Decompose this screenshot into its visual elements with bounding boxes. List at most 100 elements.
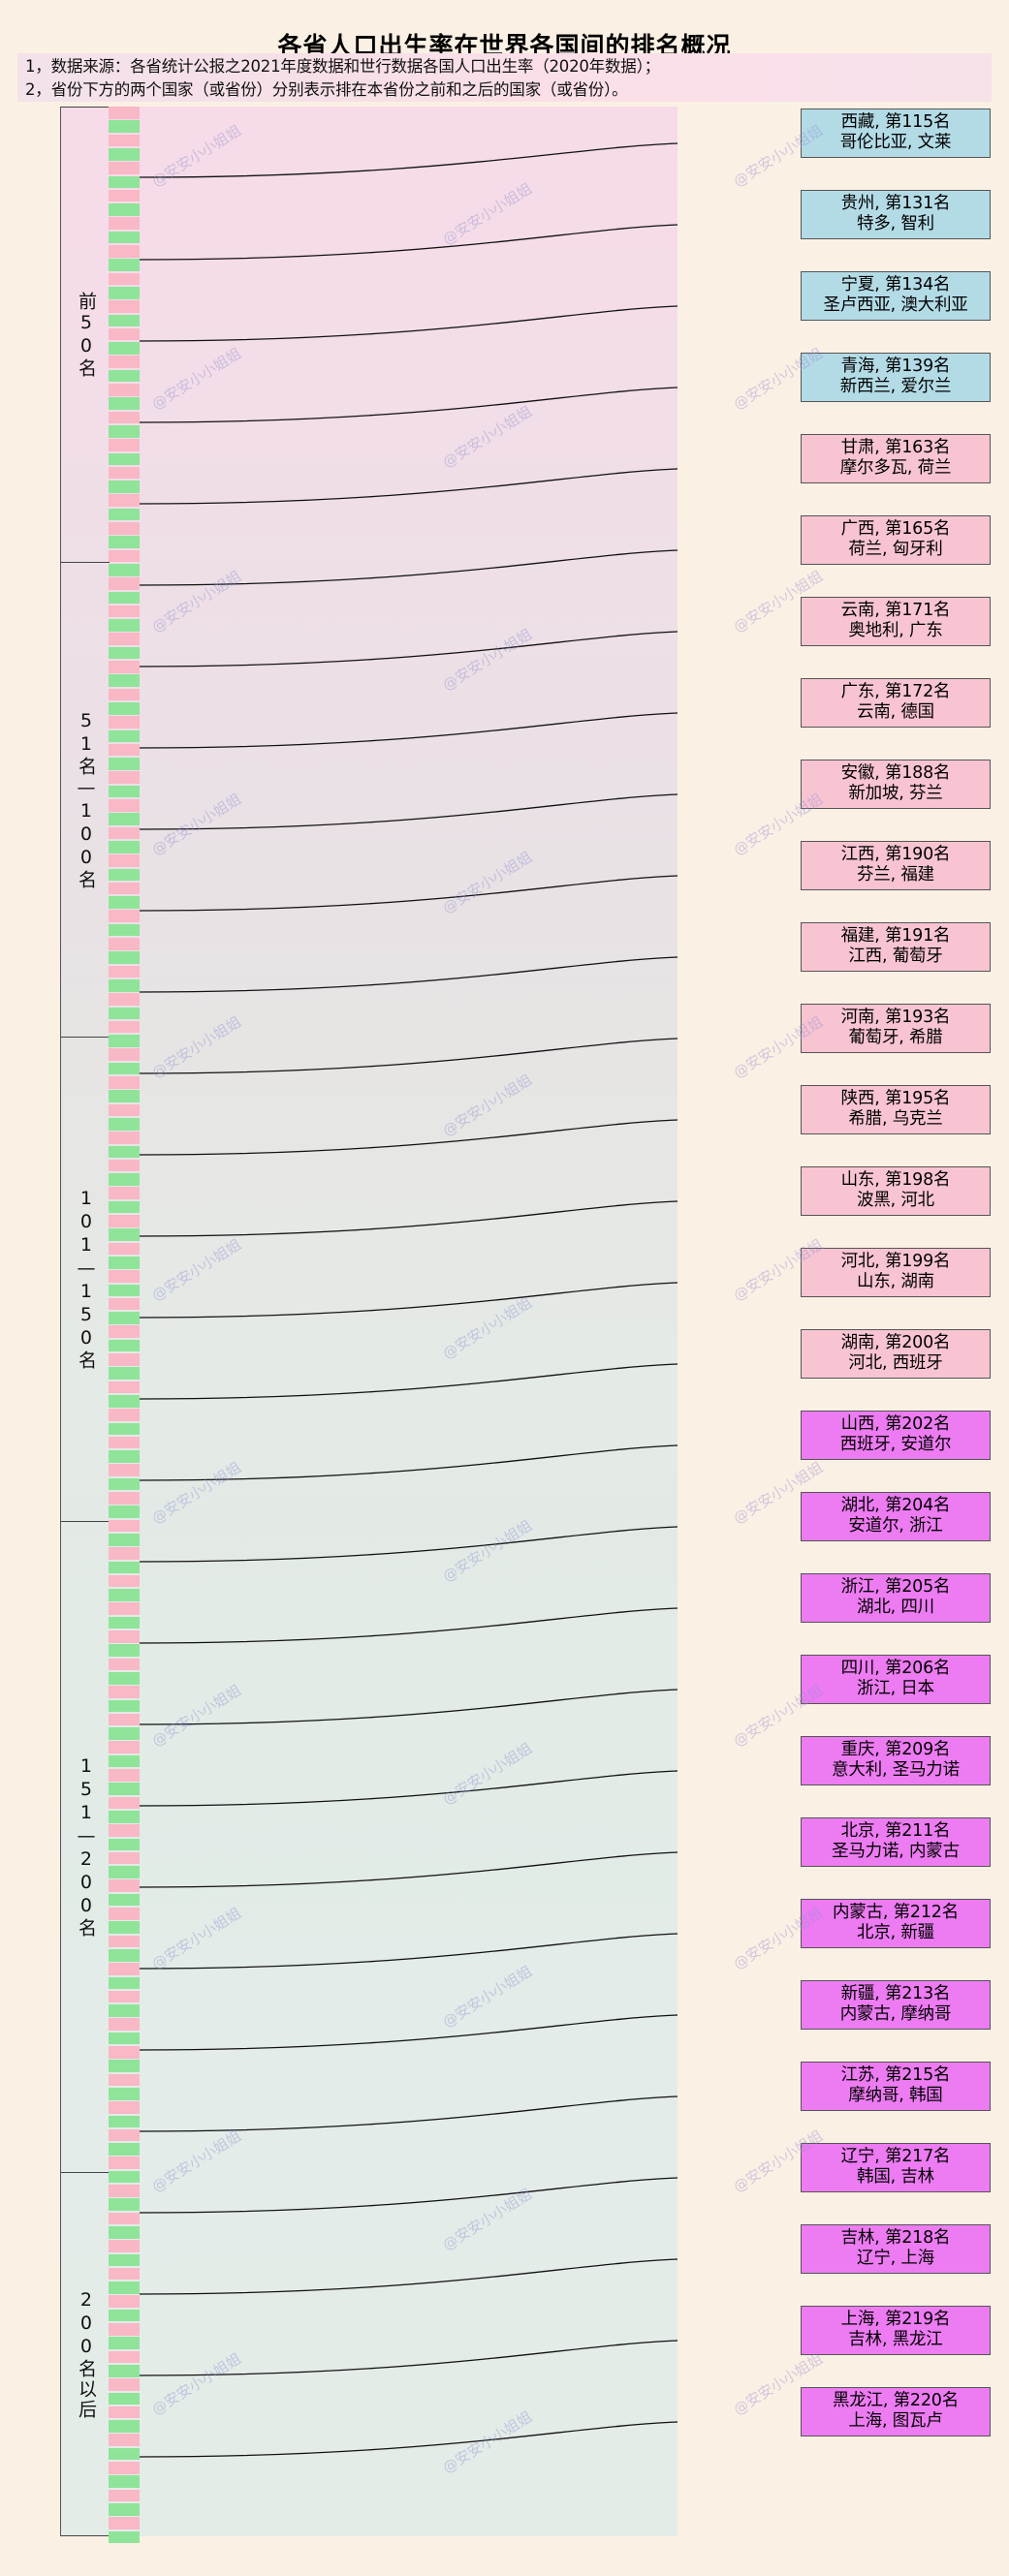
province-neighbors-line: 摩尔多瓦, 荷兰 bbox=[839, 458, 952, 479]
province-neighbors-line: 北京, 新疆 bbox=[857, 1923, 934, 1943]
province-label-box[interactable]: 陕西, 第195名希腊, 乌克兰 bbox=[801, 1085, 991, 1134]
rank-stripe bbox=[109, 1505, 140, 1518]
rank-stripe bbox=[109, 2295, 140, 2309]
province-label-box[interactable]: 安徽, 第188名新加坡, 芬兰 bbox=[801, 760, 991, 809]
province-label-box[interactable]: 青海, 第139名新西兰, 爱尔兰 bbox=[801, 353, 991, 402]
rank-stripe bbox=[109, 1145, 140, 1159]
rank-stripe bbox=[109, 661, 140, 673]
province-rank-line: 河北, 第199名 bbox=[840, 1252, 951, 1271]
province-neighbors-line: 意大利, 圣马力诺 bbox=[832, 1760, 960, 1781]
province-label-box[interactable]: 内蒙古, 第212名北京, 新疆 bbox=[801, 1899, 991, 1948]
province-label-box[interactable]: 西藏, 第115名哥伦比亚, 文莱 bbox=[801, 109, 991, 158]
rank-stripe bbox=[109, 1062, 140, 1075]
rank-stripe bbox=[109, 2128, 140, 2142]
province-label-box[interactable]: 新疆, 第213名内蒙古, 摩纳哥 bbox=[801, 1980, 991, 2030]
province-rank-line: 宁夏, 第134名 bbox=[840, 275, 951, 295]
province-neighbors-line: 内蒙古, 摩纳哥 bbox=[839, 2004, 952, 2025]
rank-stripe bbox=[109, 2447, 140, 2461]
province-label-box[interactable]: 河南, 第193名葡萄牙, 希腊 bbox=[801, 1004, 991, 1053]
rank-stripe bbox=[109, 2462, 140, 2474]
rank-stripe bbox=[109, 411, 140, 424]
province-label-box[interactable]: 云南, 第171名奥地利, 广东 bbox=[801, 597, 991, 646]
rank-stripe bbox=[109, 2309, 140, 2322]
rank-stripe bbox=[109, 1658, 140, 1671]
rank-stripe bbox=[109, 619, 140, 632]
rank-stripe bbox=[109, 1851, 140, 1865]
rank-stripe bbox=[109, 923, 140, 937]
province-label-box[interactable]: 江西, 第190名芬兰, 福建 bbox=[801, 841, 991, 890]
province-label-box[interactable]: 河北, 第199名山东, 湖南 bbox=[801, 1248, 991, 1297]
rank-stripe bbox=[109, 965, 140, 978]
province-label-box[interactable]: 重庆, 第209名意大利, 圣马力诺 bbox=[801, 1736, 991, 1785]
province-rank-line: 辽宁, 第217名 bbox=[840, 2147, 951, 2166]
rank-stripe bbox=[109, 481, 140, 493]
province-label-box[interactable]: 广东, 第172名云南, 德国 bbox=[801, 678, 991, 728]
province-label-box[interactable]: 北京, 第211名圣马力诺, 内蒙古 bbox=[801, 1817, 991, 1867]
rank-stripe bbox=[109, 1754, 140, 1768]
rank-stripe bbox=[109, 840, 140, 853]
province-label-box[interactable]: 山西, 第202名西班牙, 安道尔 bbox=[801, 1411, 991, 1460]
rank-stripe bbox=[109, 2073, 140, 2087]
province-rank-line: 山东, 第198名 bbox=[840, 1170, 951, 1190]
rank-stripe bbox=[109, 785, 140, 798]
rank-stripe bbox=[109, 2170, 140, 2184]
rank-stripe bbox=[109, 1450, 140, 1463]
province-label-box[interactable]: 四川, 第206名浙江, 日本 bbox=[801, 1655, 991, 1704]
province-label-box[interactable]: 山东, 第198名波黑, 河北 bbox=[801, 1166, 991, 1216]
rank-stripe bbox=[109, 397, 140, 410]
province-rank-line: 湖北, 第204名 bbox=[840, 1496, 951, 1515]
note-line-1: 1，数据来源：各省统计公报之2021年度数据和世行数据各国人口出生率（2020年… bbox=[25, 57, 660, 76]
rank-stripe bbox=[109, 1976, 140, 1990]
province-rank-line: 浙江, 第205名 bbox=[840, 1577, 951, 1597]
province-label-box[interactable]: 甘肃, 第163名摩尔多瓦, 荷兰 bbox=[801, 434, 991, 483]
rank-stripe bbox=[109, 2101, 140, 2114]
rank-stripe bbox=[109, 1741, 140, 1754]
rank-stripe bbox=[109, 2143, 140, 2156]
rank-stripe bbox=[109, 1159, 140, 1172]
province-label-box[interactable]: 吉林, 第218名辽宁, 上海 bbox=[801, 2224, 991, 2274]
axis-section-label: 151—200名 bbox=[75, 1755, 97, 1939]
province-rank-line: 安徽, 第188名 bbox=[840, 763, 951, 783]
rank-stripe bbox=[109, 2475, 140, 2488]
province-label-box[interactable]: 贵州, 第131名特多, 智利 bbox=[801, 190, 991, 239]
province-label-box[interactable]: 江苏, 第215名摩纳哥, 韩国 bbox=[801, 2062, 991, 2111]
province-label-box[interactable]: 宁夏, 第134名圣卢西亚, 澳大利亚 bbox=[801, 271, 991, 321]
rank-stripe bbox=[109, 162, 140, 174]
rank-stripe bbox=[109, 1228, 140, 1241]
province-neighbors-line: 奥地利, 广东 bbox=[848, 621, 943, 641]
rank-stripe bbox=[109, 1769, 140, 1782]
province-neighbors-line: 葡萄牙, 希腊 bbox=[848, 1028, 943, 1048]
rank-stripe bbox=[109, 743, 140, 757]
rank-stripe bbox=[109, 1103, 140, 1117]
rank-stripe bbox=[109, 1312, 140, 1324]
province-rank-line: 四川, 第206名 bbox=[840, 1659, 951, 1678]
rank-stripe bbox=[109, 2198, 140, 2211]
province-label-box[interactable]: 黑龙江, 第220名上海, 图瓦卢 bbox=[801, 2387, 991, 2436]
rank-stripe bbox=[109, 1699, 140, 1713]
rank-stripe bbox=[109, 2405, 140, 2419]
rank-stripe bbox=[109, 245, 140, 258]
province-rank-line: 福建, 第191名 bbox=[840, 926, 951, 946]
province-neighbors-line: 安道尔, 浙江 bbox=[848, 1516, 943, 1536]
province-label-box[interactable]: 湖北, 第204名安道尔, 浙江 bbox=[801, 1492, 991, 1541]
rank-stripe bbox=[109, 189, 140, 202]
rank-stripe bbox=[109, 424, 140, 438]
rank-stripe bbox=[109, 1963, 140, 1975]
rank-stripe bbox=[109, 1602, 140, 1616]
rank-stripe bbox=[109, 1630, 140, 1643]
rank-stripe bbox=[109, 1297, 140, 1311]
province-label-box[interactable]: 湖南, 第200名河北, 西班牙 bbox=[801, 1329, 991, 1379]
province-label-box[interactable]: 辽宁, 第217名韩国, 吉林 bbox=[801, 2143, 991, 2192]
province-rank-line: 河南, 第193名 bbox=[840, 1008, 951, 1027]
province-rank-line: 江苏, 第215名 bbox=[840, 2065, 951, 2085]
province-label-box[interactable]: 上海, 第219名吉林, 黑龙江 bbox=[801, 2306, 991, 2355]
province-label-box[interactable]: 福建, 第191名江西, 葡萄牙 bbox=[801, 922, 991, 972]
rank-stripe-bar bbox=[109, 107, 140, 2544]
province-label-box[interactable]: 广西, 第165名荷兰, 匈牙利 bbox=[801, 515, 991, 565]
province-rank-line: 青海, 第139名 bbox=[840, 357, 951, 376]
rank-stripe bbox=[109, 1879, 140, 1893]
province-neighbors-line: 湖北, 四川 bbox=[857, 1598, 934, 1618]
rank-stripe bbox=[109, 799, 140, 812]
province-label-box[interactable]: 浙江, 第205名湖北, 四川 bbox=[801, 1573, 991, 1623]
